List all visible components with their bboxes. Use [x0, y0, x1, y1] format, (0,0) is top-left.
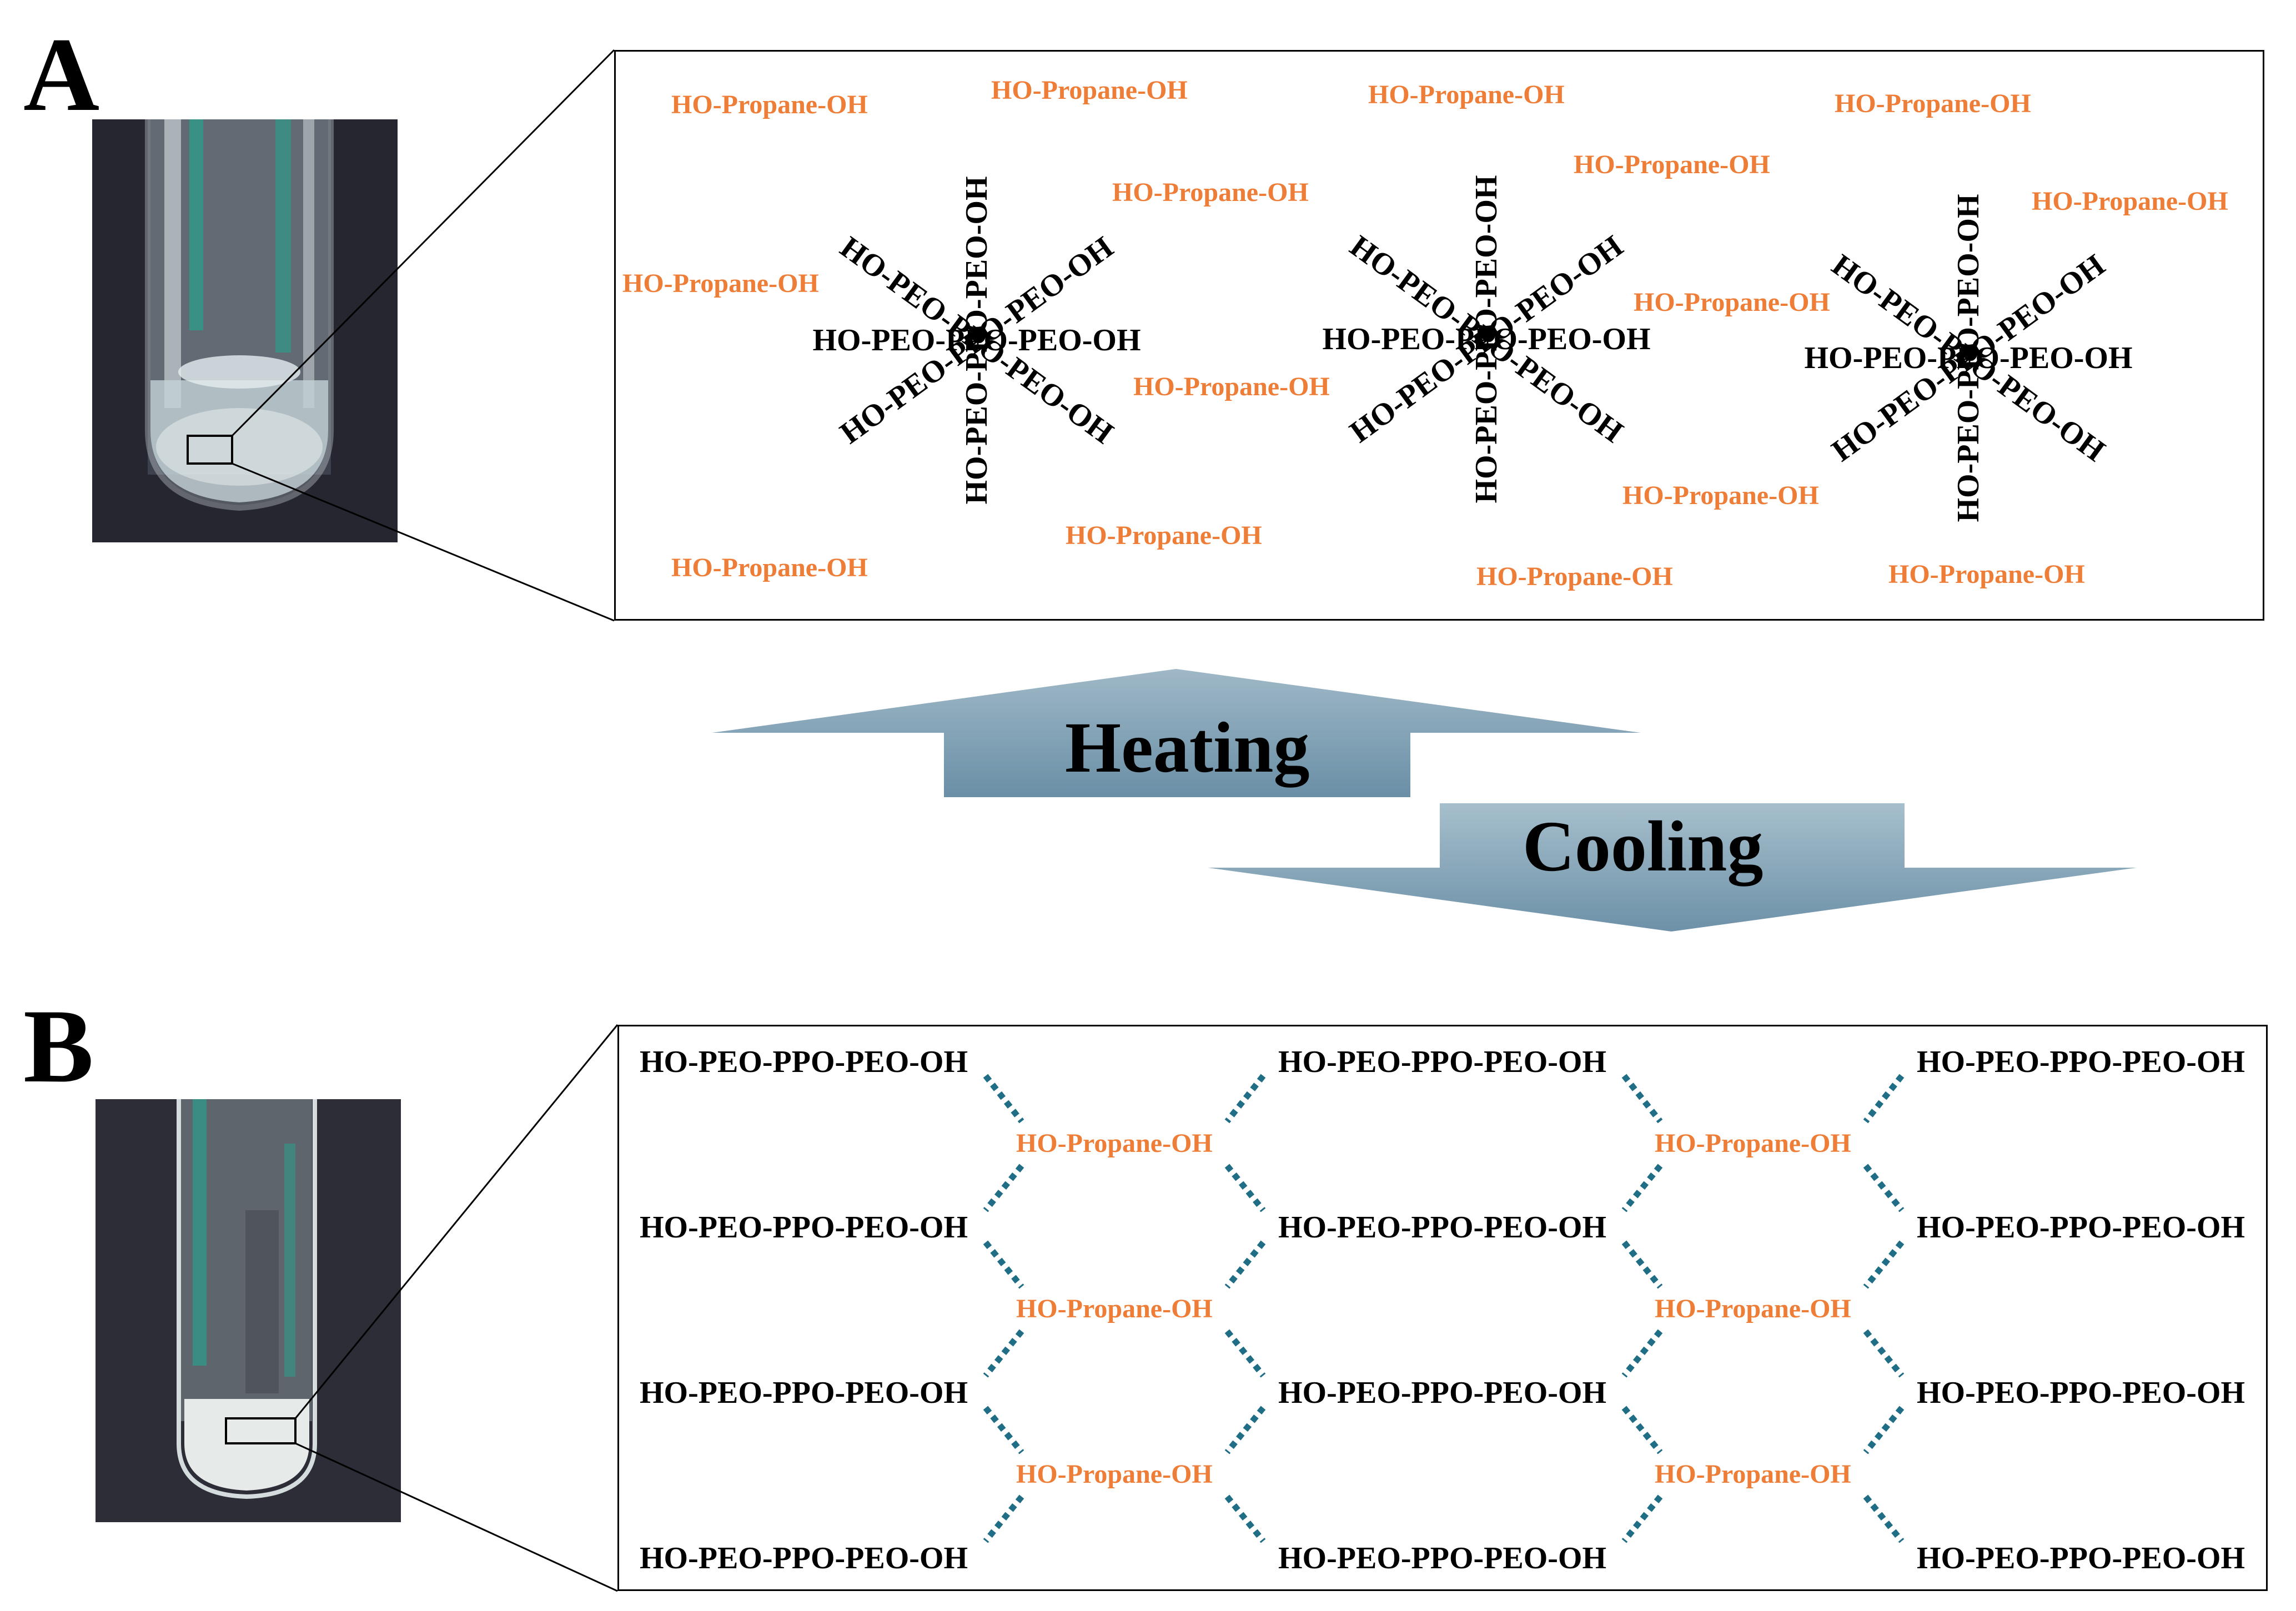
propane-label: HO-Propane-OH — [1016, 1294, 1213, 1323]
polymer-label: HO-PEO-PPO-PEO-OH — [1278, 1376, 1607, 1410]
polymer-label: HO-PEO-PPO-PEO-OH — [640, 1541, 968, 1575]
hydrogen-bond — [983, 1406, 1024, 1454]
heating-label: Heating — [1065, 708, 1310, 788]
heating-arrow — [712, 669, 1641, 797]
hydrogen-bond — [983, 1329, 1024, 1378]
hydrogen-bond — [983, 1074, 1024, 1124]
cooling-label: Cooling — [1523, 807, 1764, 887]
panel-a-letter: A — [23, 17, 100, 133]
propane-label: HO-Propane-OH — [2032, 187, 2228, 216]
polymer-label: HO-PEO-PPO-PEO-OH — [1804, 341, 2133, 375]
propane-label: HO-Propane-OH — [671, 90, 868, 119]
polymer-label: HO-PEO-PPO-PEO-OH — [812, 323, 1141, 358]
hydrogen-bond — [1621, 1494, 1663, 1543]
hydrogen-bond — [1863, 1494, 1905, 1543]
hydrogen-bond — [1621, 1074, 1663, 1124]
polymer-label: HO-PEO-PPO-PEO-OH — [1917, 1376, 2245, 1410]
propane-label: HO-Propane-OH — [1634, 288, 1830, 317]
propane-label: HO-Propane-OH — [1112, 178, 1309, 207]
propane-label: HO-Propane-OH — [1655, 1459, 1851, 1489]
propane-label: HO-Propane-OH — [1066, 521, 1262, 550]
propane-label: HO-Propane-OH — [1622, 481, 1819, 510]
polymer-label: HO-PEO-PPO-PEO-OH — [1917, 1210, 2245, 1245]
hydrogen-bond — [1863, 1164, 1905, 1212]
propane-label: HO-Propane-OH — [1016, 1129, 1213, 1158]
hydrogen-bond — [1863, 1329, 1905, 1378]
propane-label: HO-Propane-OH — [622, 269, 819, 298]
hydrogen-bond — [1224, 1494, 1266, 1543]
propane-label: HO-Propane-OH — [1476, 562, 1673, 591]
hydrogen-bond — [1224, 1329, 1266, 1378]
polymer-label: HO-PEO-PPO-PEO-OH — [1278, 1045, 1607, 1079]
polymer-label: HO-PEO-PPO-PEO-OH — [1278, 1210, 1607, 1245]
propane-label: HO-Propane-OH — [1655, 1129, 1851, 1158]
hydrogen-bond — [1863, 1406, 1905, 1454]
polymer-label: HO-PEO-PPO-PEO-OH — [1278, 1541, 1607, 1575]
hydrogen-bond — [1224, 1164, 1266, 1212]
polymer-label: HO-PEO-PPO-PEO-OH — [1322, 322, 1651, 356]
propane-label: HO-Propane-OH — [1368, 80, 1565, 109]
propane-label: HO-Propane-OH — [1835, 89, 2031, 118]
propane-label: HO-Propane-OH — [1016, 1459, 1213, 1489]
hydrogen-bond — [1621, 1406, 1663, 1454]
polymer-label: HO-PEO-PPO-PEO-OH — [640, 1376, 968, 1410]
polymer-label: HO-PEO-PPO-PEO-OH — [640, 1045, 968, 1079]
hydrogen-bond — [1621, 1240, 1663, 1289]
hydrogen-bond — [1621, 1164, 1663, 1212]
hydrogen-bond — [983, 1164, 1024, 1212]
propane-label: HO-Propane-OH — [1888, 560, 2085, 589]
hydrogen-bond — [983, 1240, 1024, 1289]
panel-a-zoom-box: HO-Propane-OH HO-Propane-OH HO-Propane-O… — [614, 50, 2264, 621]
cooling-arrow — [1208, 803, 2137, 932]
propane-label: HO-Propane-OH — [991, 75, 1188, 105]
hydrogen-bond — [983, 1494, 1024, 1543]
panel-b-letter: B — [23, 988, 94, 1105]
hydrogen-bond — [1863, 1074, 1905, 1124]
hydrogen-bond — [1621, 1329, 1663, 1378]
propane-label: HO-Propane-OH — [1574, 150, 1770, 179]
hydrogen-bond — [1224, 1406, 1266, 1454]
propane-label: HO-Propane-OH — [671, 553, 868, 582]
panel-b-zoom-box — [617, 1025, 2268, 1591]
propane-label: HO-Propane-OH — [1133, 372, 1330, 401]
polymer-label: HO-PEO-PPO-PEO-OH — [1917, 1541, 2245, 1575]
hydrogen-bond — [1224, 1074, 1266, 1124]
polymer-label: HO-PEO-PPO-PEO-OH — [640, 1210, 968, 1245]
polymer-label: HO-PEO-PPO-PEO-OH — [1917, 1045, 2245, 1079]
hydrogen-bond — [1224, 1240, 1266, 1289]
hydrogen-bond — [1863, 1240, 1905, 1289]
propane-label: HO-Propane-OH — [1655, 1294, 1851, 1323]
